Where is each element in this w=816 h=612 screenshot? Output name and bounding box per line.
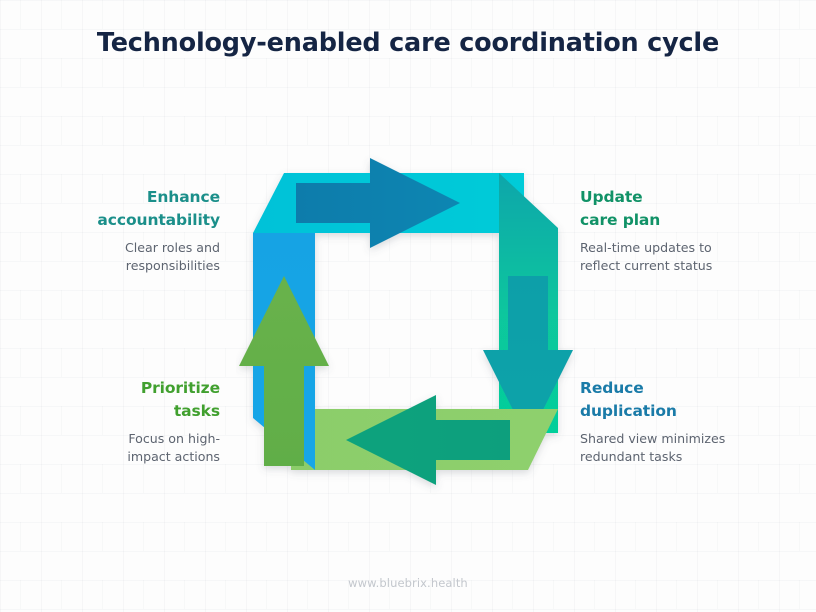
step-desc-line1: Real-time updates to [580,239,712,255]
step-title-line1: Enhance [146,188,220,206]
step-desc-update-care-plan: Real-time updates to reflect current sta… [580,239,790,276]
step-desc-line2: redundant tasks [580,448,683,464]
step-title-enhance-accountability: Enhance accountability [10,186,220,232]
footer-url: www.bluebrix.health [348,576,468,590]
step-title-prioritize-tasks: Prioritize tasks [10,377,220,423]
step-title-line2: accountability [97,210,220,229]
step-title-reduce-duplication: Reduce duplication [580,377,790,423]
step-desc-line2: responsibilities [125,257,220,273]
step-label-prioritize-tasks: Prioritize tasks Focus on high- impact a… [10,377,220,466]
step-title-line2: care plan [580,210,661,229]
step-title-line1: Prioritize [140,379,220,397]
arrow-left-up [239,233,329,470]
step-desc-prioritize-tasks: Focus on high- impact actions [10,430,220,467]
step-label-reduce-duplication: Reduce duplication Shared view minimizes… [580,377,790,466]
page-title: Technology-enabled care coordination cyc… [96,28,720,58]
step-title-line2: tasks [173,401,220,420]
step-title-update-care-plan: Update care plan [580,186,790,232]
step-title-line1: Update [580,188,643,206]
step-desc-line1: Shared view minimizes [580,430,726,446]
step-desc-line2: impact actions [127,448,220,464]
step-label-update-care-plan: Update care plan Real-time updates to re… [580,186,790,275]
arrow-top-right [253,158,524,248]
step-desc-reduce-duplication: Shared view minimizes redundant tasks [580,430,790,467]
step-desc-line1: Clear roles and [124,239,220,255]
arrow-right-down [483,173,573,440]
cycle-diagram [239,158,573,485]
arrow-bottom-left [291,395,558,485]
step-label-enhance-accountability: Enhance accountability Clear roles and r… [10,186,220,275]
step-desc-line1: Focus on high- [128,430,220,446]
step-title-line2: duplication [580,401,677,420]
step-desc-line2: reflect current status [580,257,713,273]
step-title-line1: Reduce [580,379,644,397]
step-desc-enhance-accountability: Clear roles and responsibilities [10,239,220,276]
